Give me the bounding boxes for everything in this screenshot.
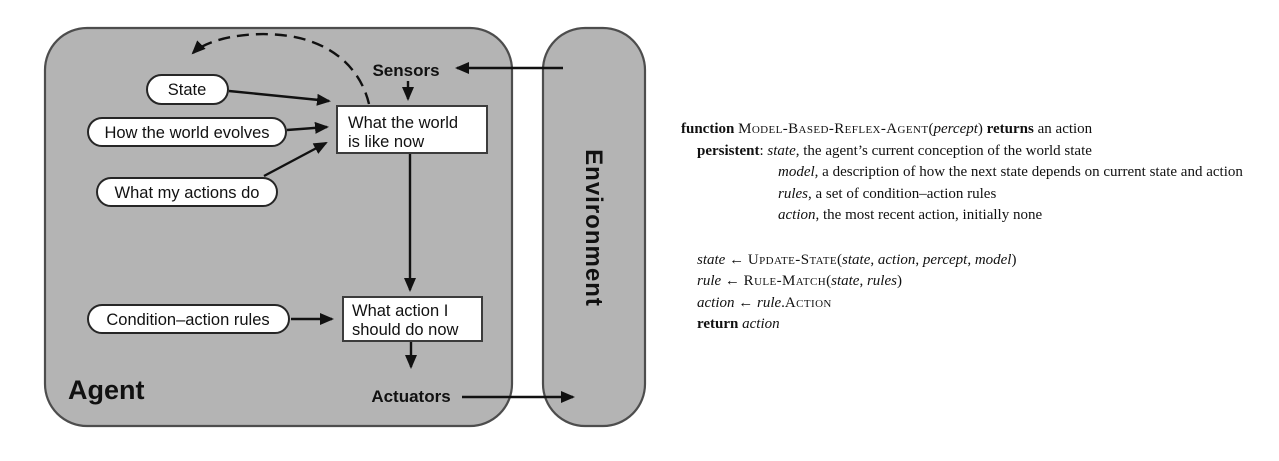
code-segment: ← [734,294,757,311]
sensors-label: Sensors [372,61,439,80]
code-segment: ( [826,273,832,289]
code-segment: ) [896,273,902,289]
code-segment: returns [986,121,1034,137]
code-segment: , a description of how the next state de… [814,164,1243,180]
pseudocode-line: model, a description of how the next sta… [681,162,1277,184]
code-segment: ← [721,273,744,289]
agent-panel [43,26,514,428]
code-segment: Action [784,294,832,311]
code-segment: , a set of condition–action rules [808,185,997,202]
code-segment: state [767,142,796,159]
world-evolves-label: How the world evolves [104,124,269,142]
pseudocode-line: function Model-Based-Reflex-Agent(percep… [681,119,1277,141]
code-segment: . [781,294,785,311]
code-segment: , [915,251,923,268]
my-actions-label: What my actions do [115,184,260,202]
state-oval [146,74,229,105]
condition-action-rules-label: Condition–action rules [106,311,269,329]
action-choice-box-line1: What action I [352,302,448,320]
condition-action-rules-oval [87,304,290,334]
code-segment: , [967,251,975,268]
code-segment: state [831,273,860,289]
pseudocode-line: rule ← Rule-Match(state, rules) [681,271,1277,293]
code-segment: rule [697,273,722,289]
code-segment: ← [725,251,748,268]
code-segment: percept [922,251,968,268]
world-state-box-line2: is like now [348,133,424,151]
world-evolves-oval [87,117,287,147]
actions-to-world-arrow [263,141,328,178]
actuators-label: Actuators [371,387,450,406]
code-segment: , the most recent action, initially none [815,207,1043,223]
code-segment: : [759,142,768,159]
world-state-box [336,105,488,154]
code-segment: , the agent’s current conception of the … [795,142,1092,159]
code-segment: state [697,251,726,268]
code-segment: , [859,273,867,289]
environment-panel [541,26,647,428]
pseudocode-block: function Model-Based-Reflex-Agent(percep… [681,119,1277,336]
code-segment: Model-Based-Reflex-Agent [738,121,929,137]
action-choice-box-line2: should do now [352,321,458,339]
code-segment: action [877,251,916,268]
code-segment: state [842,251,871,268]
environment-label: Environment [580,149,607,307]
code-segment: rule [757,294,782,311]
code-segment: ) [977,121,987,137]
code-segment: rules [866,273,897,289]
state-label: State [168,81,207,99]
evolves-to-world-arrow [286,121,329,134]
code-segment: model [974,251,1012,268]
code-segment: action [697,294,735,311]
code-segment: model [778,164,815,180]
code-segment: Rule-Match [743,273,827,289]
code-segment: an action [1033,121,1093,137]
code-segment: function [681,121,739,137]
code-segment: Update-State [747,251,838,268]
pseudocode-line: rules, a set of condition–action rules [681,184,1277,206]
code-segment: , [870,251,878,268]
pseudocode-line: return action [681,314,1277,336]
code-segment: return [697,316,739,332]
agent-label: Agent [68,375,145,405]
code-segment: ( [837,251,843,268]
agent-architecture-diagram: State How the world evolves What my acti… [43,26,647,428]
my-actions-oval [96,177,278,207]
code-segment: action [742,316,780,332]
pseudocode-line: action, the most recent action, initiall… [681,205,1277,227]
world-state-box-line1: What the world [348,114,458,132]
pseudocode-line: state ← Update-State(state, action, perc… [681,250,1277,272]
action-choice-box [342,296,483,342]
state-to-world-arrow [228,89,331,106]
code-segment: ) [1011,251,1017,268]
code-segment: ( [928,121,934,137]
pseudocode-line: persistent: state, the agent’s current c… [681,141,1277,163]
code-segment: persistent [697,142,760,159]
code-segment: percept [933,121,978,137]
code-segment: action [778,207,816,223]
code-segment: rules [778,185,808,202]
pseudocode-line: action ← rule.Action [681,293,1277,315]
